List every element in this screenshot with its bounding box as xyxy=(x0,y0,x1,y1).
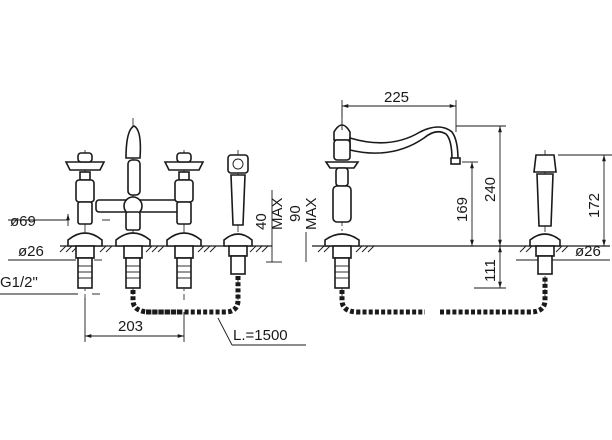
hand-shower xyxy=(223,150,253,300)
dim-d26-left: ø26 xyxy=(18,243,44,260)
dim-90: 90 xyxy=(287,205,304,222)
bridge-spout-body xyxy=(95,118,183,300)
dim-172: 172 xyxy=(586,193,603,218)
right-cross-handle-valve xyxy=(163,150,205,300)
side-view: 225 169 240 111 172 ø26 xyxy=(312,89,612,315)
dim-max-1: MAX xyxy=(269,197,286,230)
dim-225: 225 xyxy=(384,89,409,106)
hose-loop xyxy=(130,276,241,315)
hose-side-2 xyxy=(440,276,548,315)
dim-240: 240 xyxy=(482,177,499,202)
deck-hatching-right xyxy=(317,245,569,253)
hose-side xyxy=(339,290,425,315)
dim-g12: G1/2" xyxy=(0,274,38,291)
dim-40: 40 xyxy=(253,213,270,230)
spout-side-profile xyxy=(324,108,461,300)
dim-111: 111 xyxy=(482,259,499,282)
front-view: ø69 ø26 G1/2" 203 L.=1500 40 MAX 90 xyxy=(0,118,320,346)
dim-203: 203 xyxy=(118,318,143,335)
dim-d69: ø69 xyxy=(10,213,36,230)
left-cross-handle-valve xyxy=(64,150,106,300)
dim-169: 169 xyxy=(454,197,471,222)
dim-l1500: L.=1500 xyxy=(233,327,288,344)
hand-shower-side xyxy=(529,150,561,300)
dim-d26-right: ø26 xyxy=(575,243,601,260)
dim-max-2: MAX xyxy=(303,197,320,230)
deck-hatching-left xyxy=(59,245,269,253)
